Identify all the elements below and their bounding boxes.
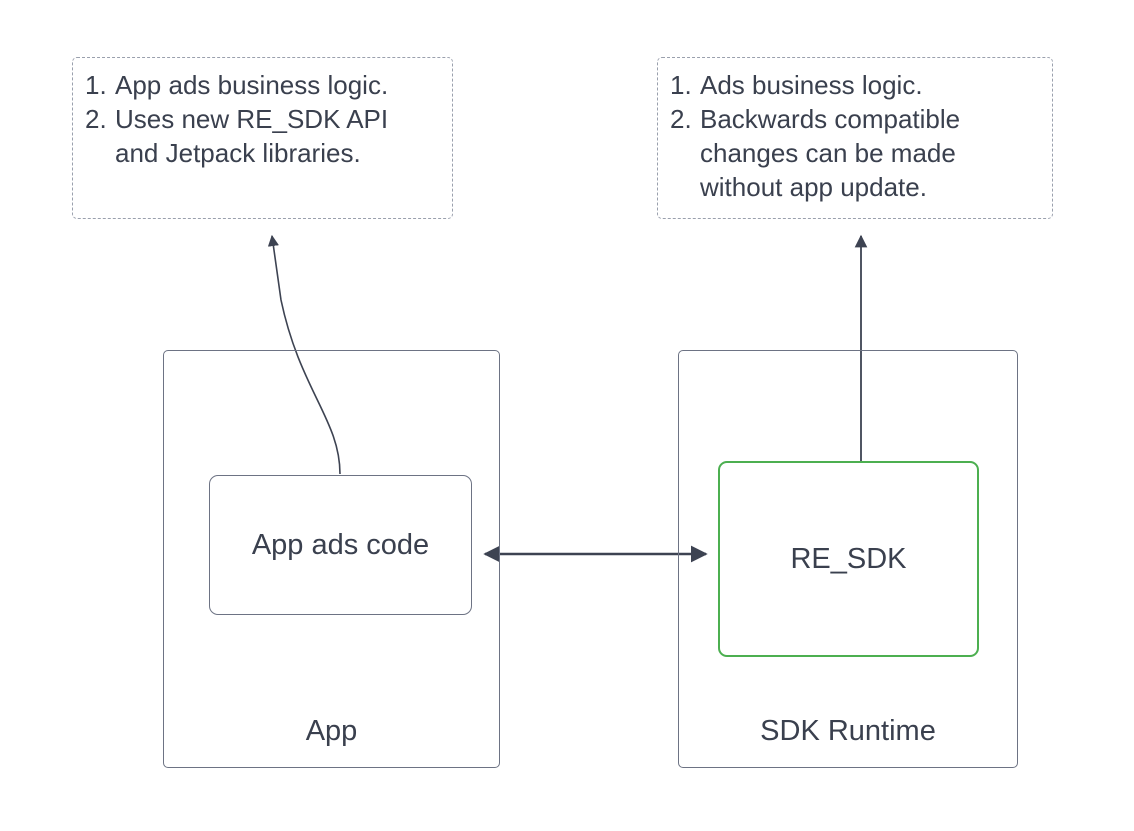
container-sdk-runtime-label: SDK Runtime — [760, 715, 936, 747]
container-sdk-runtime[interactable]: SDK Runtime — [678, 350, 1018, 768]
note-line: 2. Uses new RE_SDK API — [85, 102, 440, 136]
note-continuation: without app update. — [700, 172, 927, 202]
note-continuation: and Jetpack libraries. — [115, 138, 361, 168]
callout-sdk-note: 1. Ads business logic. 2. Backwards comp… — [657, 57, 1053, 219]
note-text: Backwards compatible — [700, 104, 961, 134]
note-line: 2. Backwards compatible — [670, 102, 1040, 136]
note-line: 1. Ads business logic. — [670, 68, 1040, 102]
note-line: 1. App ads business logic. — [85, 68, 440, 102]
box-app-ads-code-label: App ads code — [251, 529, 430, 561]
note-number: 2. — [85, 104, 107, 134]
note-continuation: changes can be made — [700, 138, 956, 168]
note-number: 2. — [670, 104, 692, 134]
note-text: App ads business logic. — [115, 70, 389, 100]
box-re-sdk[interactable]: RE_SDK — [718, 461, 979, 657]
box-app-ads-code[interactable]: App ads code — [209, 475, 472, 615]
container-app[interactable]: App — [163, 350, 500, 768]
note-number: 1. — [85, 70, 107, 100]
note-text: Uses new RE_SDK API — [115, 104, 389, 134]
container-app-label: App — [305, 715, 358, 747]
note-number: 1. — [670, 70, 692, 100]
callout-app-note: 1. App ads business logic. 2. Uses new R… — [72, 57, 453, 219]
box-re-sdk-label: RE_SDK — [790, 543, 907, 575]
note-text: Ads business logic. — [700, 70, 923, 100]
